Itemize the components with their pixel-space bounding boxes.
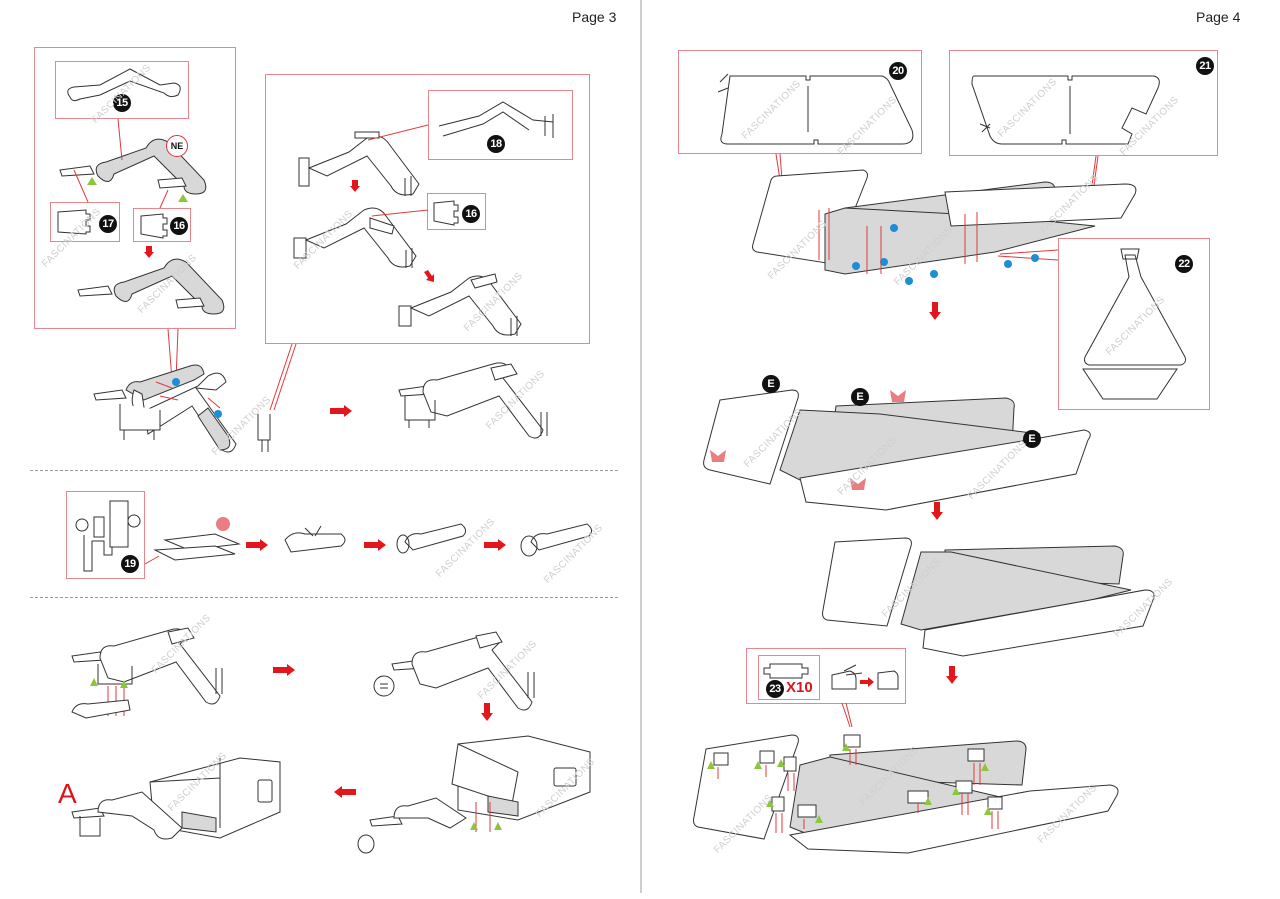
part-badge-18: 18 bbox=[487, 135, 505, 153]
arm-part-gray-drawing bbox=[59, 138, 207, 202]
down-arrow-icon bbox=[481, 703, 493, 721]
arm-frame-step1-drawing bbox=[298, 131, 420, 196]
right-arrow-icon bbox=[330, 405, 352, 417]
part-badge-21: 21 bbox=[1196, 57, 1214, 75]
callout-part-17 bbox=[50, 202, 120, 242]
part-badge-22: 22 bbox=[1175, 255, 1193, 273]
base-panels-clips-drawing bbox=[693, 734, 1119, 854]
part-18-drawing bbox=[438, 101, 554, 138]
down-arrow-icon bbox=[929, 302, 941, 320]
callout-part-16-b bbox=[427, 193, 486, 230]
assembly-label-a: A bbox=[58, 778, 77, 809]
callout-pointer-lines bbox=[73, 118, 429, 411]
part-23-bending-drawing bbox=[831, 664, 899, 690]
part-badge-16-b: 16 bbox=[462, 205, 480, 223]
clip-group bbox=[713, 734, 1003, 818]
callout-part-18 bbox=[428, 90, 573, 160]
part-23-drawing bbox=[763, 663, 809, 679]
arm-attach-cap-drawing bbox=[71, 627, 223, 719]
callout-arm-frame bbox=[265, 74, 590, 344]
arm-frame-step3-drawing bbox=[398, 273, 522, 336]
part-badge-20: 20 bbox=[889, 62, 907, 80]
left-arrow-icon bbox=[334, 786, 356, 798]
down-arrow-icon bbox=[931, 502, 943, 520]
right-arrow-icon bbox=[246, 539, 268, 551]
arm-frame-step2-drawing bbox=[293, 207, 417, 268]
arm-installation-drawing bbox=[93, 364, 271, 453]
callout-part-21 bbox=[949, 50, 1218, 156]
part-19-folding-sequence bbox=[144, 517, 593, 565]
callout-part-22 bbox=[1058, 238, 1210, 410]
part-badge-23: 23 bbox=[766, 680, 784, 698]
base-panels-e-step-drawing bbox=[703, 389, 1091, 511]
part-badge-15: 15 bbox=[113, 94, 131, 112]
down-arrow-icon bbox=[144, 246, 154, 258]
box-arm-attach-drawing bbox=[357, 735, 591, 854]
page-number-right: Page 4 bbox=[1196, 9, 1241, 25]
part-badge-17: 17 bbox=[99, 215, 117, 233]
callout-part-19 bbox=[66, 491, 145, 579]
base-panels-folded-drawing bbox=[822, 537, 1155, 657]
arm-with-cap-drawing bbox=[373, 631, 535, 711]
part-badge-19: 19 bbox=[121, 555, 139, 573]
diagonal-arrow-icon bbox=[424, 270, 434, 282]
page-number-left: Page 3 bbox=[572, 9, 617, 25]
assembly-a-drawing bbox=[71, 757, 281, 840]
part-17-drawing bbox=[57, 209, 91, 235]
callout-arm-parts bbox=[34, 47, 236, 329]
part-16-drawing-b bbox=[433, 200, 459, 226]
callout-part-23-piece bbox=[758, 655, 820, 700]
part-20-drawing bbox=[717, 73, 914, 145]
part-19-drawing bbox=[75, 500, 141, 572]
callout-part-23 bbox=[746, 648, 906, 704]
arm-assembled-drawing bbox=[77, 258, 225, 315]
callout-pointer-lines bbox=[841, 702, 853, 728]
right-arrow-icon bbox=[364, 539, 386, 551]
page-spine-divider bbox=[640, 0, 642, 893]
marker-e: E bbox=[851, 388, 869, 406]
part-15-drawing bbox=[67, 68, 181, 102]
callout-part-15 bbox=[55, 61, 189, 119]
part-23-quantity: X10 bbox=[786, 679, 813, 696]
down-arrow-icon bbox=[946, 666, 958, 684]
part-22-drawing bbox=[1082, 248, 1186, 400]
marker-e: E bbox=[1023, 430, 1041, 448]
part-badge-16: 16 bbox=[170, 217, 188, 235]
part-16-drawing bbox=[140, 213, 168, 239]
ne-marker: NE bbox=[166, 135, 188, 157]
callout-part-20 bbox=[678, 50, 922, 154]
callout-pointer-lines bbox=[775, 153, 1099, 261]
arm-installed-drawing bbox=[398, 362, 548, 439]
right-arrow-icon bbox=[484, 539, 506, 551]
right-arrow-icon bbox=[273, 664, 295, 676]
section-divider bbox=[30, 470, 618, 471]
marker-e: E bbox=[762, 375, 780, 393]
part-21-drawing bbox=[971, 75, 1160, 145]
base-panels-step-drawing bbox=[752, 169, 1137, 285]
callout-part-16 bbox=[133, 208, 191, 242]
down-arrow-icon bbox=[350, 180, 360, 192]
section-divider bbox=[30, 597, 618, 598]
